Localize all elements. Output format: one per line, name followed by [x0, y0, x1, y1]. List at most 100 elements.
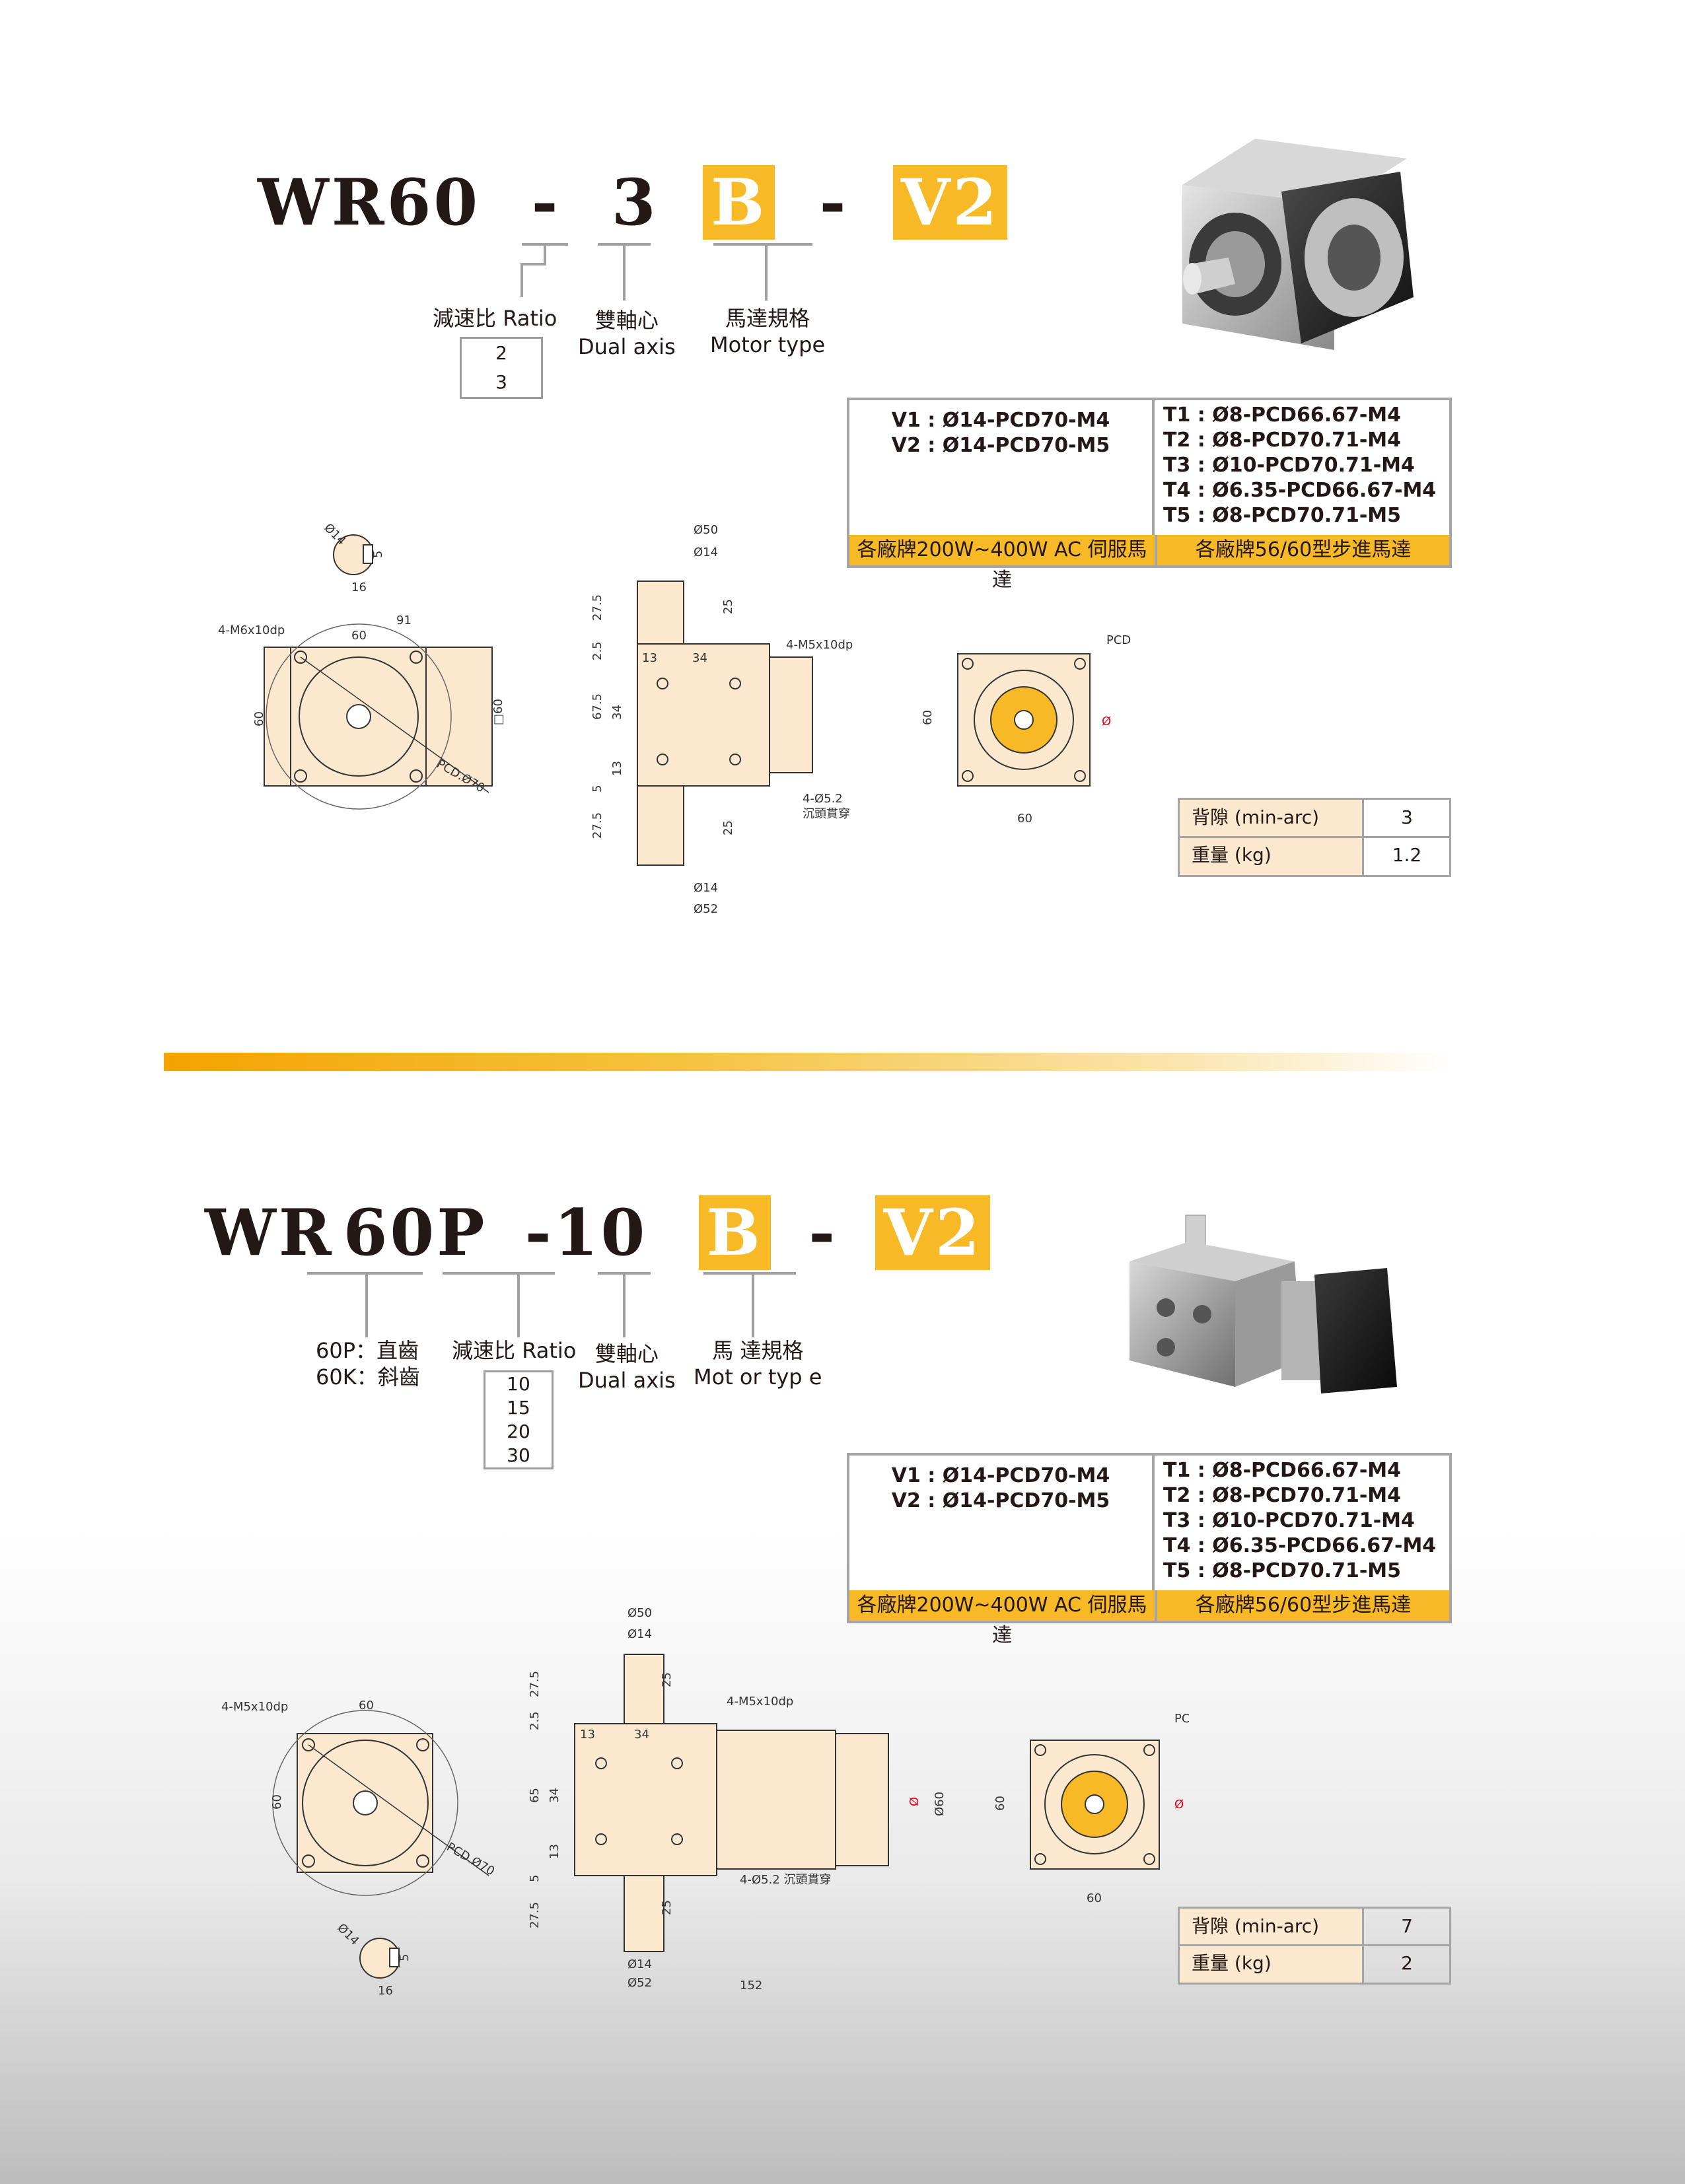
svg-text:34: 34: [610, 705, 624, 720]
ratio-label: 減速比 Ratio: [452, 1338, 577, 1363]
ratio-option: 10: [507, 1373, 530, 1395]
model-axis: B: [703, 165, 775, 240]
svg-text:60: 60: [359, 1699, 374, 1712]
svg-text:34: 34: [548, 1788, 561, 1803]
svg-text:Ø50: Ø50: [627, 1606, 652, 1620]
svg-text:4-M5x10dp: 4-M5x10dp: [786, 638, 853, 652]
svg-text:5: 5: [591, 785, 604, 793]
svg-text:60: 60: [351, 629, 367, 643]
spec-row: T5 : Ø8-PCD70.71-M5: [1163, 1559, 1402, 1582]
svg-text:13: 13: [548, 1844, 561, 1859]
svg-text:5: 5: [528, 1875, 542, 1882]
svg-text:Ø: Ø: [1102, 715, 1111, 728]
svg-text:13: 13: [580, 1728, 595, 1742]
svg-text:16: 16: [351, 581, 367, 594]
ratio-label: 減速比 Ratio: [433, 306, 557, 331]
model-code-1: WR60 - 3 B - V2: [258, 165, 1008, 240]
svg-text:152: 152: [740, 1979, 762, 1992]
svg-text:25: 25: [721, 820, 735, 835]
svg-text:4-M5x10dp: 4-M5x10dp: [727, 1695, 793, 1708]
weight-value: 1.2: [1392, 844, 1422, 866]
ratio-option: 20: [507, 1421, 530, 1442]
spec-row: V2 : Ø14-PCD70-M5: [891, 1489, 1110, 1512]
spec-footer-servo: 各廠牌200W~400W AC 伺服馬達: [849, 1590, 1157, 1647]
weight-label: 重量 (kg): [1192, 844, 1272, 866]
weight-value: 2: [1401, 1952, 1413, 1974]
svg-text:60: 60: [252, 711, 266, 726]
svg-text:25: 25: [660, 1900, 674, 1915]
spec-row: T2 : Ø8-PCD70.71-M4: [1163, 429, 1402, 452]
svg-text:Ø52: Ø52: [627, 1976, 652, 1990]
spec-row: T2 : Ø8-PCD70.71-M4: [1163, 1484, 1402, 1507]
ratio-option: 30: [507, 1444, 530, 1466]
model-motor: V2: [892, 165, 1008, 240]
backlash-label: 背隙 (min-arc): [1192, 806, 1320, 828]
spec-row: T3 : Ø10-PCD70.71-M4: [1163, 454, 1415, 477]
performance-table-1: 背隙 (min-arc) 3 重量 (kg) 1.2: [1178, 798, 1451, 877]
svg-text:4-M5x10dp: 4-M5x10dp: [221, 1700, 288, 1714]
spec-footer-servo: 各廠牌200W~400W AC 伺服馬達: [849, 535, 1157, 592]
svg-text:60: 60: [1017, 812, 1032, 826]
spec-row: T5 : Ø8-PCD70.71-M5: [1163, 504, 1402, 527]
motor-spec-table: V1 : Ø14-PCD70-M4 V2 : Ø14-PCD70-M5 T1 :…: [847, 398, 1452, 592]
svg-text:34: 34: [634, 1728, 649, 1742]
ratio-options: 2 3: [460, 337, 543, 399]
svg-text:Ø14: Ø14: [627, 1957, 652, 1971]
model-connectors-1: [520, 243, 812, 300]
svg-text:13: 13: [642, 651, 657, 665]
model-base: WR: [205, 1195, 334, 1270]
motor-spec-table: V1 : Ø14-PCD70-M4 V2 : Ø14-PCD70-M5 T1 :…: [847, 1453, 1452, 1647]
svg-text:4-Ø5.2: 4-Ø5.2: [803, 792, 843, 806]
svg-text:27.5: 27.5: [528, 1671, 542, 1697]
spec-row: V1 : Ø14-PCD70-M4: [891, 1464, 1110, 1487]
spec-row: T1 : Ø8-PCD66.67-M4: [1163, 1459, 1402, 1482]
spec-row: T3 : Ø10-PCD70.71-M4: [1163, 1509, 1415, 1532]
svg-text:5: 5: [371, 551, 385, 558]
section-divider: [164, 1053, 1452, 1071]
ratio-option: 15: [507, 1397, 530, 1419]
ratio-options: 10 15 20 30: [484, 1370, 554, 1469]
svg-text:2.5: 2.5: [528, 1711, 542, 1730]
svg-text:PCD: PCD: [1106, 633, 1131, 647]
svg-text:Ø: Ø: [1174, 1798, 1184, 1812]
svg-text:25: 25: [660, 1672, 674, 1687]
model-axis: B: [698, 1195, 771, 1270]
svg-text:13: 13: [610, 761, 624, 776]
spec-row: T4 : Ø6.35-PCD66.67-M4: [1163, 1534, 1437, 1557]
svg-text:4-M6x10dp: 4-M6x10dp: [218, 623, 285, 637]
svg-text:Ø14: Ø14: [694, 881, 718, 895]
model-dash: -: [524, 1195, 554, 1270]
backlash-value: 7: [1401, 1915, 1413, 1937]
svg-text:□60: □60: [491, 699, 505, 725]
spec-footer-stepper: 各廠牌56/60型步進馬達: [1157, 1590, 1449, 1621]
spec-row: V2 : Ø14-PCD70-M5: [891, 434, 1110, 457]
svg-text:27.5: 27.5: [591, 812, 604, 839]
svg-text:25: 25: [721, 599, 735, 614]
svg-text:Ø14: Ø14: [627, 1627, 652, 1641]
svg-text:PCD.Ø70: PCD.Ø70: [445, 1840, 497, 1878]
svg-text:PCD: PCD: [1174, 1712, 1189, 1726]
svg-text:27.5: 27.5: [591, 594, 604, 621]
svg-text:5: 5: [398, 1954, 412, 1961]
svg-text:Ø14: Ø14: [694, 546, 718, 559]
model-ratio: 3: [611, 165, 659, 240]
model-base-type: 60P: [343, 1195, 487, 1270]
ratio-option: 3: [495, 371, 507, 393]
svg-text:65: 65: [528, 1788, 542, 1803]
svg-text:沉頭貫穿: 沉頭貫穿: [803, 807, 850, 821]
model-connectors-2: [307, 1272, 796, 1337]
svg-text:Ø52: Ø52: [694, 902, 718, 916]
model-dash: -: [531, 165, 561, 240]
backlash-label: 背隙 (min-arc): [1192, 1915, 1320, 1937]
model-dash: -: [819, 165, 849, 240]
svg-text:Ø: Ø: [908, 1797, 921, 1806]
performance-table-2: 背隙 (min-arc) 7 重量 (kg) 2: [1178, 1907, 1451, 1985]
spec-row: T1 : Ø8-PCD66.67-M4: [1163, 404, 1402, 427]
spec-row: V1 : Ø14-PCD70-M4: [891, 409, 1110, 432]
ratio-option: 2: [495, 342, 507, 364]
svg-text:2.5: 2.5: [591, 641, 604, 660]
